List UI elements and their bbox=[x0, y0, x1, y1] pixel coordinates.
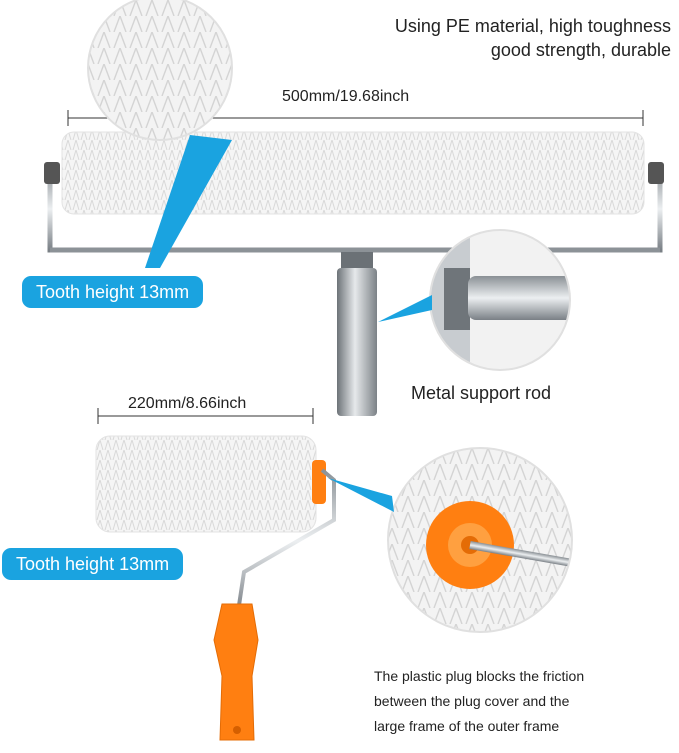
plug-caption-line-2: between the plug cover and the bbox=[374, 693, 570, 709]
plug-caption: The plastic plug blocks the friction bet… bbox=[374, 664, 584, 739]
material-line-1: Using PE material, high toughness bbox=[394, 16, 671, 36]
plug-zoom-circle bbox=[328, 447, 573, 633]
spiked-roller-body bbox=[61, 131, 645, 215]
plug-caption-line-3: large frame of the outer frame bbox=[374, 718, 560, 734]
material-line-2: good strength, durable bbox=[490, 40, 671, 60]
metal-rod-caption: Metal support rod bbox=[411, 383, 552, 403]
plug-caption-line-1: The plastic plug blocks the friction bbox=[374, 668, 585, 684]
orange-handle bbox=[213, 603, 259, 741]
rod-zoom-circle bbox=[378, 229, 571, 371]
large-roller bbox=[44, 110, 664, 416]
large-tooth-height-badge: Tooth height 13mm bbox=[22, 276, 204, 308]
metal-handle bbox=[337, 268, 377, 416]
tooth-zoom-circle bbox=[87, 0, 233, 268]
large-width-label: 500mm/19.68inch bbox=[282, 88, 410, 105]
plastic-plug bbox=[312, 460, 326, 504]
callout-pointer bbox=[145, 135, 232, 268]
handle-socket bbox=[341, 252, 373, 272]
wire-frame bbox=[236, 468, 336, 613]
small-width-label: 220mm/8.66inch bbox=[128, 395, 247, 412]
small-roller bbox=[95, 408, 336, 741]
material-caption: Using PE material, high toughness good s… bbox=[395, 14, 671, 62]
small-spiked-roller-body bbox=[95, 435, 317, 533]
small-tooth-height-badge: Tooth height 13mm bbox=[2, 548, 184, 580]
